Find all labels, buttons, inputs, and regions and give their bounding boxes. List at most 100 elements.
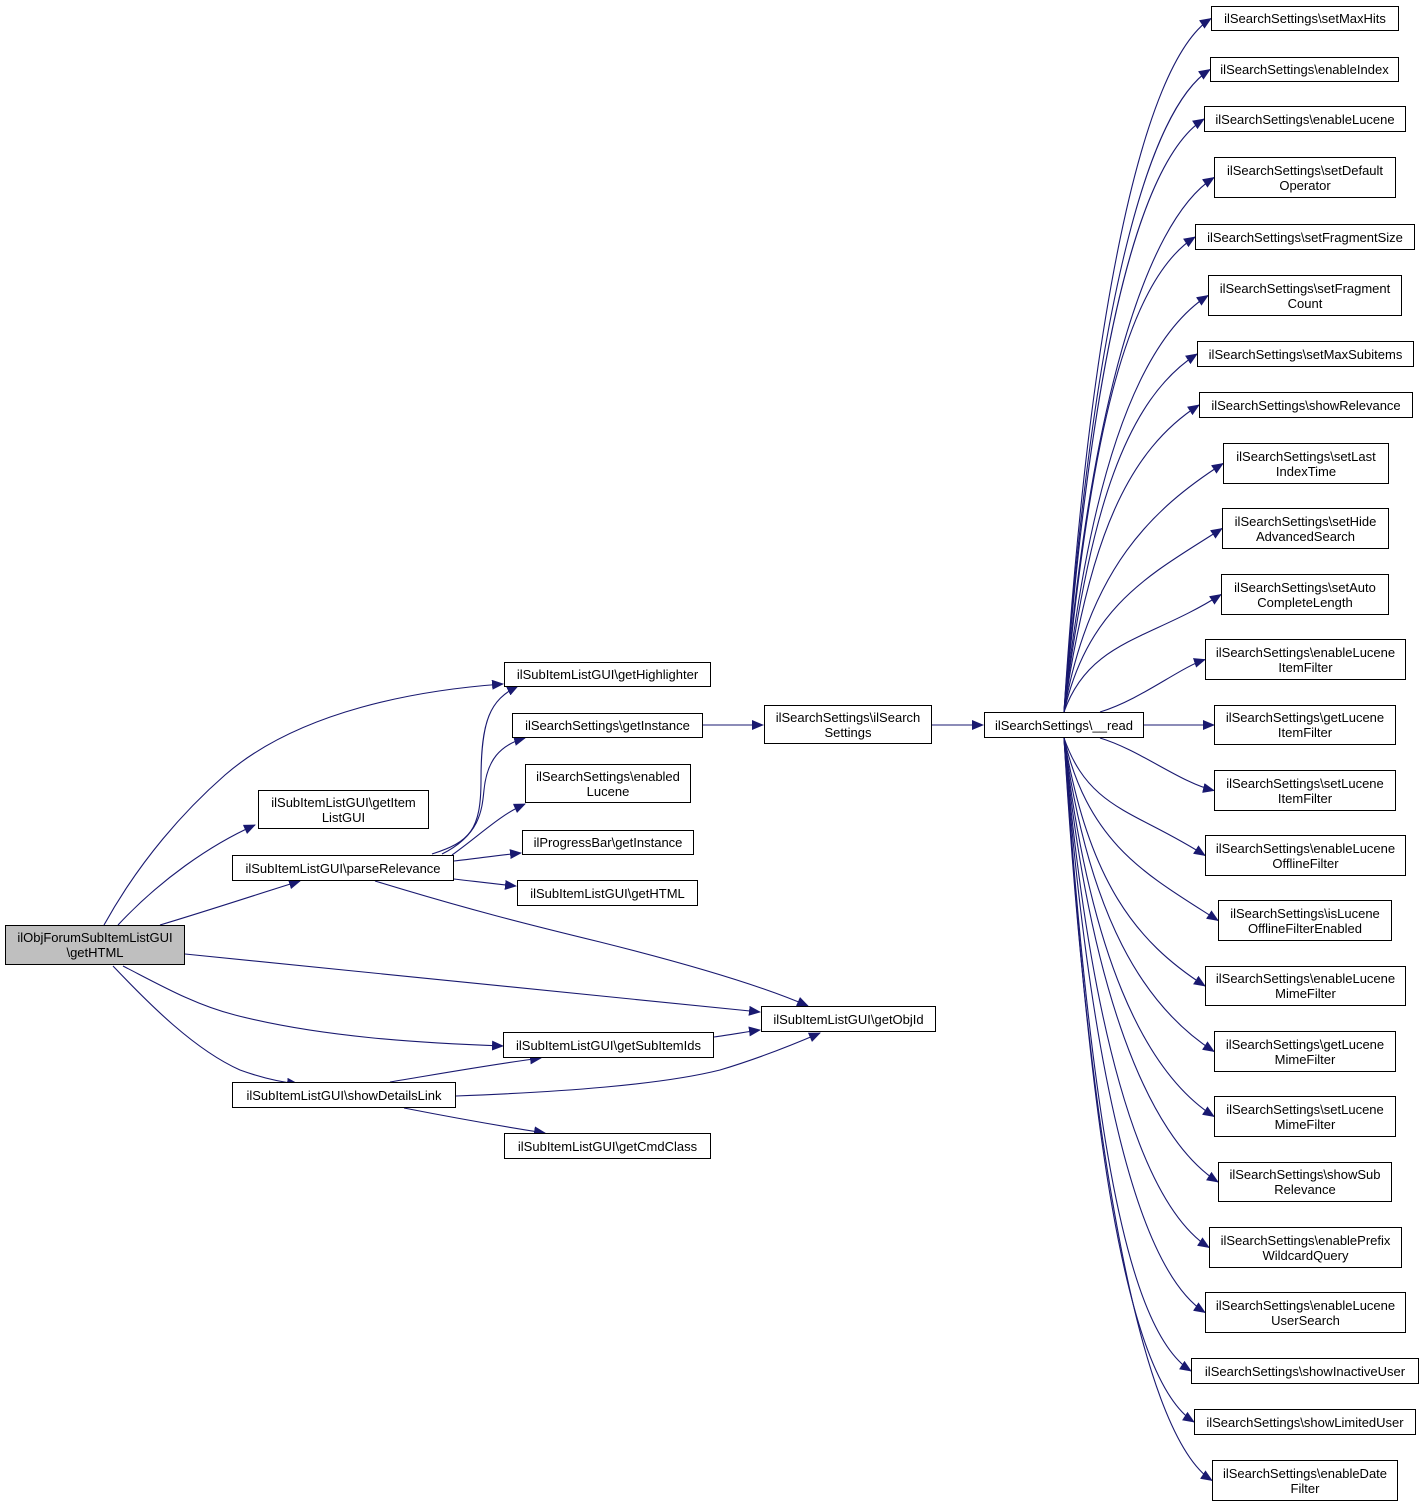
- node-label: Lucene: [586, 783, 630, 799]
- node-label: UserSearch: [1271, 1312, 1340, 1328]
- node-label: ListGUI: [321, 809, 366, 825]
- node-label: ilSearchSettings\enableLucene: [1215, 1297, 1396, 1313]
- node-label: ilSearchSettings\getInstance: [525, 718, 690, 733]
- edge-root-showdetailslink: [112, 965, 299, 1088]
- edge-root-parserelevance: [159, 879, 301, 926]
- edge-parserel-gethighlighter: [431, 685, 519, 855]
- node-progressbar[interactable]: ilProgressBar\getInstance: [522, 830, 694, 855]
- node-label: ilSearchSettings\setMaxHits: [1224, 11, 1386, 26]
- node-getluceneitemfilter[interactable]: ilSearchSettings\getLucene ItemFilter: [1214, 705, 1396, 745]
- node-showrelevance[interactable]: ilSearchSettings\showRelevance: [1199, 392, 1413, 418]
- node-setmaxhits[interactable]: ilSearchSettings\setMaxHits: [1211, 6, 1399, 31]
- node-enableindex[interactable]: ilSearchSettings\enableIndex: [1210, 57, 1399, 82]
- node-enabledlucene[interactable]: ilSearchSettings\enabled Lucene: [525, 764, 691, 803]
- node-label: ilSubItemListGUI\getHTML: [530, 885, 685, 901]
- edge-read-enablelucenemimefilter: [1063, 737, 1206, 987]
- edge-read-setmaxhits: [1063, 17, 1212, 713]
- node-label: ItemFilter: [1277, 725, 1333, 740]
- node-enablelucene[interactable]: ilSearchSettings\enableLucene: [1204, 106, 1406, 132]
- node-getitemlistgui[interactable]: ilSubItemListGUI\getItem ListGUI: [258, 790, 429, 829]
- node-label: ilSearchSettings\enableLucene: [1215, 644, 1396, 660]
- node-getsubitemids[interactable]: ilSubItemListGUI\getSubItemIds: [503, 1032, 714, 1058]
- node-showinactiveuser[interactable]: ilSearchSettings\showInactiveUser: [1191, 1358, 1419, 1384]
- node-label: ilSearchSettings\enableLucene: [1215, 971, 1396, 986]
- node-setfragmentcount[interactable]: ilSearchSettings\setFragment Count: [1208, 275, 1402, 316]
- node-ctor[interactable]: ilSearchSettings\ilSearch Settings: [764, 705, 932, 744]
- node-label: ilProgressBar\getInstance: [533, 835, 683, 850]
- node-sethideadvancedsearch[interactable]: ilSearchSettings\setHide AdvancedSearch: [1222, 508, 1389, 549]
- node-label: \getHTML: [66, 945, 124, 960]
- node-label: IndexTime: [1275, 463, 1337, 479]
- node-enablelucenemimefilter[interactable]: ilSearchSettings\enableLucene MimeFilter: [1205, 966, 1406, 1006]
- edge-read-setlastindextime: [1063, 462, 1224, 713]
- edge-parserel-getobjid: [374, 880, 809, 1007]
- edge-read-showinactiveuser: [1063, 737, 1192, 1372]
- node-setmaxsubitems[interactable]: ilSearchSettings\setMaxSubitems: [1197, 341, 1414, 367]
- node-label: ilSearchSettings\setDefault: [1226, 162, 1384, 178]
- node-label: ilObjForumSubItemListGUI: [17, 930, 173, 945]
- edge-read-enabledatefilter: [1063, 737, 1213, 1482]
- edge-read-enableluceneitemfilter: [1099, 658, 1206, 713]
- edge-parserel-subgethtml: [453, 878, 517, 890]
- edge-read-enableindex: [1063, 68, 1211, 713]
- node-subgethtml[interactable]: ilSubItemListGUI\getHTML: [517, 880, 698, 906]
- node-label: ilSubItemListGUI\showDetailsLink: [246, 1087, 442, 1103]
- node-showdetailslink[interactable]: ilSubItemListGUI\showDetailsLink: [232, 1082, 456, 1108]
- node-getobjid[interactable]: ilSubItemListGUI\getObjId: [761, 1006, 936, 1032]
- node-label: ilSearchSettings\setAuto: [1234, 579, 1376, 595]
- edge-parserel-progressbar: [453, 849, 522, 862]
- edge-parserel-enabledlucene: [451, 803, 526, 856]
- edge-root-getitemlistgui: [117, 824, 256, 926]
- edge-showdetails-getcmdclass: [403, 1107, 546, 1137]
- edge-root-gethighlighter: [103, 679, 504, 926]
- node-setfragmentsize[interactable]: ilSearchSettings\setFragmentSize: [1195, 224, 1415, 250]
- node-label: ilSearchSettings\setLast: [1236, 448, 1376, 464]
- node-getinstance[interactable]: ilSearchSettings\getInstance: [512, 713, 703, 738]
- node-enableprefixwildcardquery[interactable]: ilSearchSettings\enablePrefix WildcardQu…: [1209, 1227, 1402, 1268]
- node-label: ilSearchSettings\showInactiveUser: [1204, 1363, 1406, 1379]
- node-label: ilSearchSettings\isLucene: [1230, 905, 1380, 921]
- node-label: Count: [1287, 295, 1323, 311]
- node-label: Operator: [1279, 177, 1331, 193]
- node-setlastindextime[interactable]: ilSearchSettings\setLast IndexTime: [1223, 443, 1389, 484]
- edge-read-enableluceneofflinefilter: [1063, 737, 1206, 857]
- node-setdefaultoperator[interactable]: ilSearchSettings\setDefault Operator: [1214, 157, 1396, 198]
- node-setluceneitemfilter[interactable]: ilSearchSettings\setLucene ItemFilter: [1214, 770, 1396, 811]
- node-getlucenemimefilter[interactable]: ilSearchSettings\getLucene MimeFilter: [1214, 1031, 1396, 1072]
- node-getcmdclass[interactable]: ilSubItemListGUI\getCmdClass: [504, 1133, 711, 1159]
- node-showsubrelevance[interactable]: ilSearchSettings\showSub Relevance: [1218, 1162, 1392, 1202]
- node-label: ilSearchSettings\showSub: [1229, 1167, 1381, 1182]
- node-parserelevance[interactable]: ilSubItemListGUI\parseRelevance: [232, 855, 454, 881]
- node-enableluceneusersearch[interactable]: ilSearchSettings\enableLucene UserSearch: [1205, 1292, 1406, 1333]
- node-label: AdvancedSearch: [1255, 528, 1355, 544]
- node-label: ilSubItemListGUI\getHighlighter: [516, 667, 699, 682]
- node-label: ilSearchSettings\__read: [994, 717, 1134, 733]
- node-setlucenemimefilter[interactable]: ilSearchSettings\setLucene MimeFilter: [1214, 1096, 1396, 1137]
- node-gethighlighter[interactable]: ilSubItemListGUI\getHighlighter: [504, 662, 711, 687]
- node-label: OfflineFilter: [1272, 855, 1339, 871]
- node-label: WildcardQuery: [1262, 1247, 1349, 1263]
- node-label: ilSubItemListGUI\getCmdClass: [517, 1138, 698, 1154]
- node-enabledatefilter[interactable]: ilSearchSettings\enableDate Filter: [1212, 1460, 1398, 1501]
- node-enableluceneofflinefilter[interactable]: ilSearchSettings\enableLucene OfflineFil…: [1205, 835, 1406, 876]
- node-label: ilSubItemListGUI\getItem: [271, 794, 416, 810]
- node-label: ilSearchSettings\showRelevance: [1211, 397, 1401, 413]
- node-label: ilSearchSettings\getLucene: [1225, 710, 1385, 725]
- node-label: ilSearchSettings\enablePrefix: [1220, 1232, 1391, 1248]
- edge-getsubitemids-getobjid: [713, 1026, 761, 1038]
- edge-read-showrelevance: [1063, 404, 1200, 713]
- node-isluceneofflinefilterenabled[interactable]: ilSearchSettings\isLucene OfflineFilterE…: [1218, 900, 1392, 941]
- edge-read-isluceneofflinefilterenabled: [1063, 737, 1219, 922]
- node-label: OfflineFilterEnabled: [1248, 920, 1362, 936]
- node-label: MimeFilter: [1274, 1116, 1336, 1132]
- node-setautocompletelength[interactable]: ilSearchSettings\setAuto CompleteLength: [1221, 574, 1389, 615]
- node-label: CompleteLength: [1257, 594, 1353, 610]
- node-label: ilSearchSettings\setFragment: [1219, 280, 1391, 296]
- edge-read-setfragmentcount: [1063, 294, 1209, 713]
- node-label: Filter: [1290, 1480, 1320, 1496]
- node-read[interactable]: ilSearchSettings\__read: [984, 712, 1144, 738]
- node-label: ilSubItemListGUI\parseRelevance: [245, 860, 441, 876]
- node-showlimiteduser[interactable]: ilSearchSettings\showLimitedUser: [1194, 1409, 1416, 1435]
- node-enableluceneitemfilter[interactable]: ilSearchSettings\enableLucene ItemFilter: [1205, 639, 1406, 680]
- node-label: ilSubItemListGUI\getObjId: [773, 1011, 924, 1027]
